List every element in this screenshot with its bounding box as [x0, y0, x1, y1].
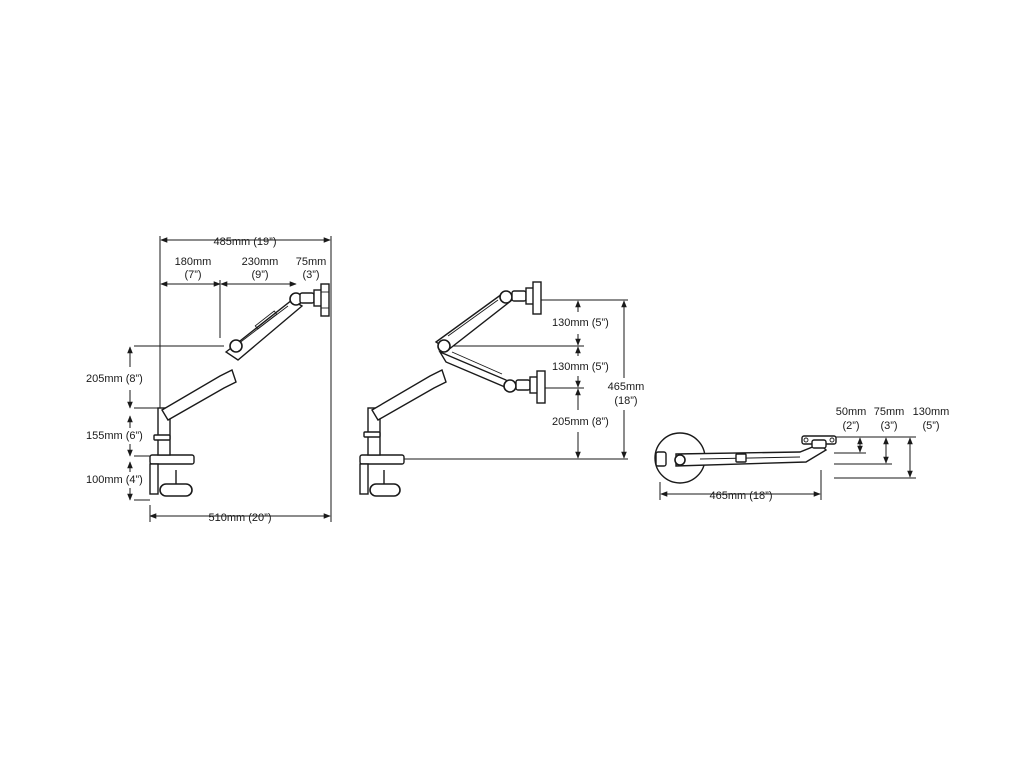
side-view-arm: [149, 283, 330, 497]
height-low-label: 100mm (4”): [86, 474, 143, 486]
d1-mm-label: 50mm: [836, 406, 867, 418]
down-range-label: 130mm (5”): [552, 361, 609, 373]
base-width-label: 510mm (20”): [209, 512, 272, 524]
overall-reach-label: 485mm (19”): [214, 236, 277, 248]
segment-b-in-label: (9”): [251, 269, 268, 281]
up-range-label: 130mm (5”): [552, 317, 609, 329]
d3-in-label: (5”): [922, 420, 939, 432]
range-view-arm: [359, 281, 546, 497]
d2-in-label: (3”): [880, 420, 897, 432]
height-upper-label: 205mm (8”): [86, 373, 143, 385]
top-view-arm: [654, 432, 837, 484]
segment-a-mm-label: 180mm: [175, 256, 212, 268]
top-reach-label: 465mm (18”): [710, 490, 773, 502]
base-height-label: 205mm (8”): [552, 416, 609, 428]
total-height-mm-label: 465mm: [608, 381, 645, 393]
segment-b-mm-label: 230mm: [242, 256, 279, 268]
height-mid-label: 155mm (6”): [86, 430, 143, 442]
range-view: 130mm (5”) 130mm (5”) 205mm (8”) 465mm (…: [359, 281, 645, 497]
top-view: 465mm (18”) 50mm (2”) 75mm (3”) 130mm (5…: [654, 406, 950, 502]
total-height-in-label: (18”): [614, 395, 637, 407]
segment-a-in-label: (7”): [184, 269, 201, 281]
d1-in-label: (2”): [842, 420, 859, 432]
segment-c-mm-label: 75mm: [296, 256, 327, 268]
d2-mm-label: 75mm: [874, 406, 905, 418]
side-view: 485mm (19”) 180mm (7”) 230mm (9”) 75mm (…: [86, 236, 332, 524]
segment-c-in-label: (3”): [302, 269, 319, 281]
d3-mm-label: 130mm: [913, 406, 950, 418]
